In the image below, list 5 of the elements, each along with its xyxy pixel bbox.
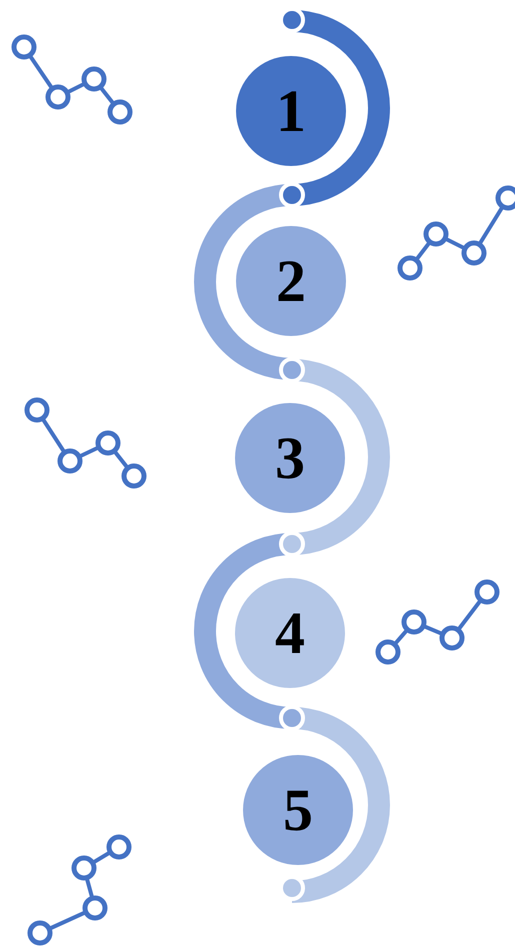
step-number: 4	[275, 603, 305, 663]
step-number: 3	[275, 428, 305, 488]
step-number: 5	[283, 780, 313, 840]
step-number: 2	[276, 251, 306, 311]
step-number: 1	[276, 81, 306, 141]
